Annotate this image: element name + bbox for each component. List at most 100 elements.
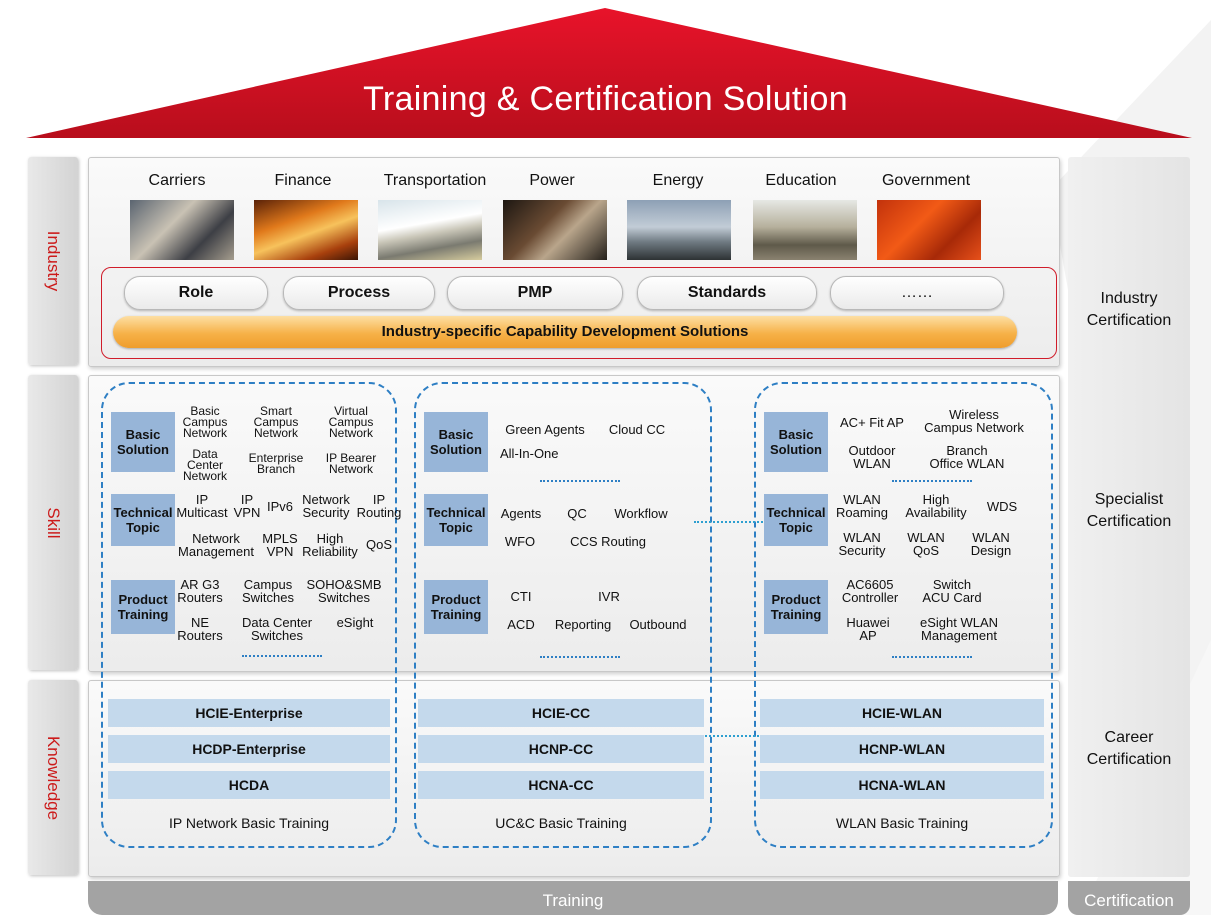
ucc-topic-ccs-routing: CCS Routing — [570, 534, 646, 549]
ucc-product-ivr: IVR — [598, 589, 620, 604]
industry-label-transportation: Transportation — [383, 172, 487, 189]
ip-track-outline — [101, 382, 397, 848]
ip-product-esight: eSight — [336, 615, 374, 630]
wlan-basic-training: WLAN Basic Training — [835, 815, 969, 831]
ucc-product-more-dots — [540, 656, 620, 658]
row-label-knowledge: Knowledge — [28, 680, 78, 875]
wlan-cert-hcie: HCIE-WLAN — [760, 699, 1044, 727]
diagram-title: Training & Certification Solution — [363, 80, 848, 118]
industry-label-finance: Finance — [274, 172, 332, 189]
ucc-track-outline — [414, 382, 712, 848]
wlan-product-more-dots — [892, 656, 972, 658]
ip-cert-hcie: HCIE-Enterprise — [108, 699, 390, 727]
pill-pmp: PMP — [447, 276, 623, 310]
education-photo — [753, 200, 857, 260]
industry-label-power: Power — [529, 172, 575, 189]
pill-process: Process — [283, 276, 435, 310]
connector-skill — [694, 521, 766, 523]
capability-bar: Industry-specific Capability Development… — [113, 316, 1017, 348]
wlan-topic-wds: WDS — [986, 499, 1018, 514]
ip-cert-hcdp: HCDP-Enterprise — [108, 735, 390, 763]
transportation-photo — [378, 200, 482, 260]
government-photo — [877, 200, 981, 260]
ucc-basic-more-dots — [540, 480, 620, 482]
ucc-basic-green-agents: Green Agents — [505, 422, 585, 437]
pill-standards: Standards — [637, 276, 817, 310]
ucc-topic-agents: Agents — [500, 506, 542, 521]
industry-label-government: Government — [881, 172, 971, 189]
ip-product-more-dots — [242, 655, 322, 657]
ucc-cert-hcnp: HCNP-CC — [418, 735, 704, 763]
certification-bar: Certification — [1068, 881, 1190, 915]
wlan-cert-hcna: HCNA-WLAN — [760, 771, 1044, 799]
energy-photo — [627, 200, 731, 260]
ucc-product-acd: ACD — [507, 617, 535, 632]
ucc-product-outbound: Outbound — [629, 617, 687, 632]
industry-label-carriers: Carriers — [148, 172, 206, 189]
ucc-product-reporting: Reporting — [554, 617, 612, 632]
ucc-topic-wfo: WFO — [504, 534, 536, 549]
power-photo — [503, 200, 607, 260]
row-label-industry: Industry — [28, 157, 78, 365]
certification-column — [1068, 157, 1190, 877]
ip-cert-hcda: HCDA — [108, 771, 390, 799]
ucc-topic-workflow: Workflow — [614, 506, 668, 521]
ucc-cert-hcie: HCIE-CC — [418, 699, 704, 727]
ucc-topic-qc: QC — [567, 506, 587, 521]
wlan-basic-more-dots — [892, 480, 972, 482]
finance-photo — [254, 200, 358, 260]
training-bar: Training — [88, 881, 1058, 915]
pill-role: Role — [124, 276, 268, 310]
ucc-basic-cloud-cc: Cloud CC — [608, 422, 666, 437]
carriers-photo — [130, 200, 234, 260]
pill-more: …… — [830, 276, 1004, 310]
industry-label-education: Education — [765, 172, 837, 189]
wlan-cert-hcnp: HCNP-WLAN — [760, 735, 1044, 763]
industry-solutions-frame — [101, 267, 1057, 359]
ucc-product-cti: CTI — [510, 589, 532, 604]
row-label-skill: Skill — [28, 375, 78, 670]
skill-panel — [88, 375, 1060, 672]
wlan-track-outline — [754, 382, 1053, 848]
connector-knowledge — [694, 735, 766, 737]
